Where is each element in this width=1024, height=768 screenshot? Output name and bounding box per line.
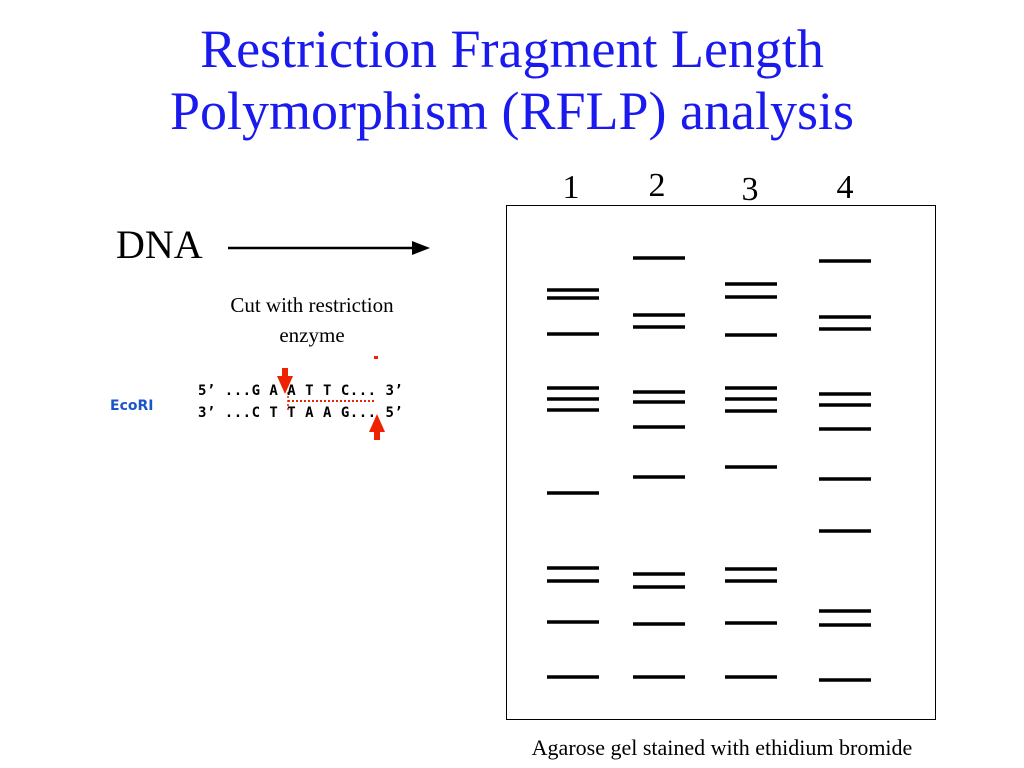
bottom-strand-cut-arrow-icon (369, 414, 385, 440)
lane-number-3: 3 (741, 171, 759, 208)
cut-label-line-1: Cut with restriction (230, 293, 394, 317)
gel-caption: Agarose gel stained with ethidium bromid… (531, 735, 913, 760)
right-arrow-icon (228, 241, 430, 255)
lane-number-1: 1 (562, 169, 580, 206)
dna-label: DNA (116, 222, 203, 267)
lane-number-2: 2 (648, 167, 666, 204)
cut-site-marks (277, 356, 385, 440)
agarose-gel (506, 205, 936, 720)
cut-marker-dot (374, 356, 378, 359)
cut-label-line-2: enzyme (279, 323, 345, 347)
enzyme-name: EcoRI (110, 398, 154, 414)
lane-number-4: 4 (836, 169, 854, 206)
slide-title: Restriction Fragment Length Polymorphism… (0, 18, 1024, 142)
bottom-strand-sequence: 3’ ...C T T A A G... 5’ (198, 405, 404, 421)
gel-bands (547, 256, 871, 682)
top-strand-cut-arrow-icon (277, 368, 293, 394)
slide-title-line-1: Restriction Fragment Length (200, 19, 824, 79)
slide-title-line-2: Polymorphism (RFLP) analysis (169, 81, 855, 141)
top-strand-sequence: 5’ ...G A A T T C... 3’ (198, 383, 404, 399)
cut-with-restriction-enzyme-label: Cut with restriction enzyme (192, 290, 432, 350)
